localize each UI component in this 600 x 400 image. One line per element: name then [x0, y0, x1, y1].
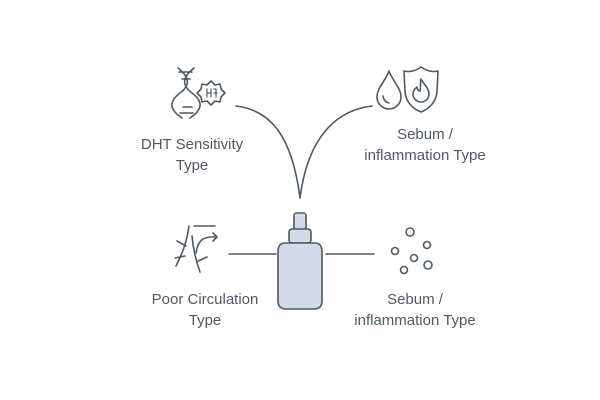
droplet-flame-shield-icon [376, 66, 439, 113]
connector-dht [235, 105, 301, 199]
label-dht-line2: Type [175, 157, 209, 174]
label-poor-circulation-type: Poor Circulation Type [130, 289, 280, 331]
dna-helix-hormone-icon [171, 67, 226, 119]
label-dht-line1: DHT Sensitivity [140, 136, 244, 153]
label-sebum-bottom-line1: Sebum / [387, 291, 443, 308]
label-circulation-line2: Type [188, 312, 222, 329]
dropper-bottle-icon [277, 212, 323, 310]
label-sebum-inflammation-top: Sebum / inflammation Type [350, 124, 500, 166]
label-sebum-top-line2: inflammation Type [364, 147, 486, 164]
label-sebum-top-line1: Sebum / [397, 126, 453, 143]
label-sebum-inflammation-bottom: Sebum / inflammation Type [330, 289, 500, 331]
scattered-dots-icon [390, 227, 433, 275]
label-sebum-bottom-line2: inflammation Type [354, 312, 476, 329]
label-circulation-line1: Poor Circulation [151, 291, 259, 308]
label-dht-sensitivity-type: DHT Sensitivity Type [110, 134, 274, 176]
connector-sebum-top [299, 105, 373, 199]
branching-vessels-arrow-icon [174, 225, 218, 273]
